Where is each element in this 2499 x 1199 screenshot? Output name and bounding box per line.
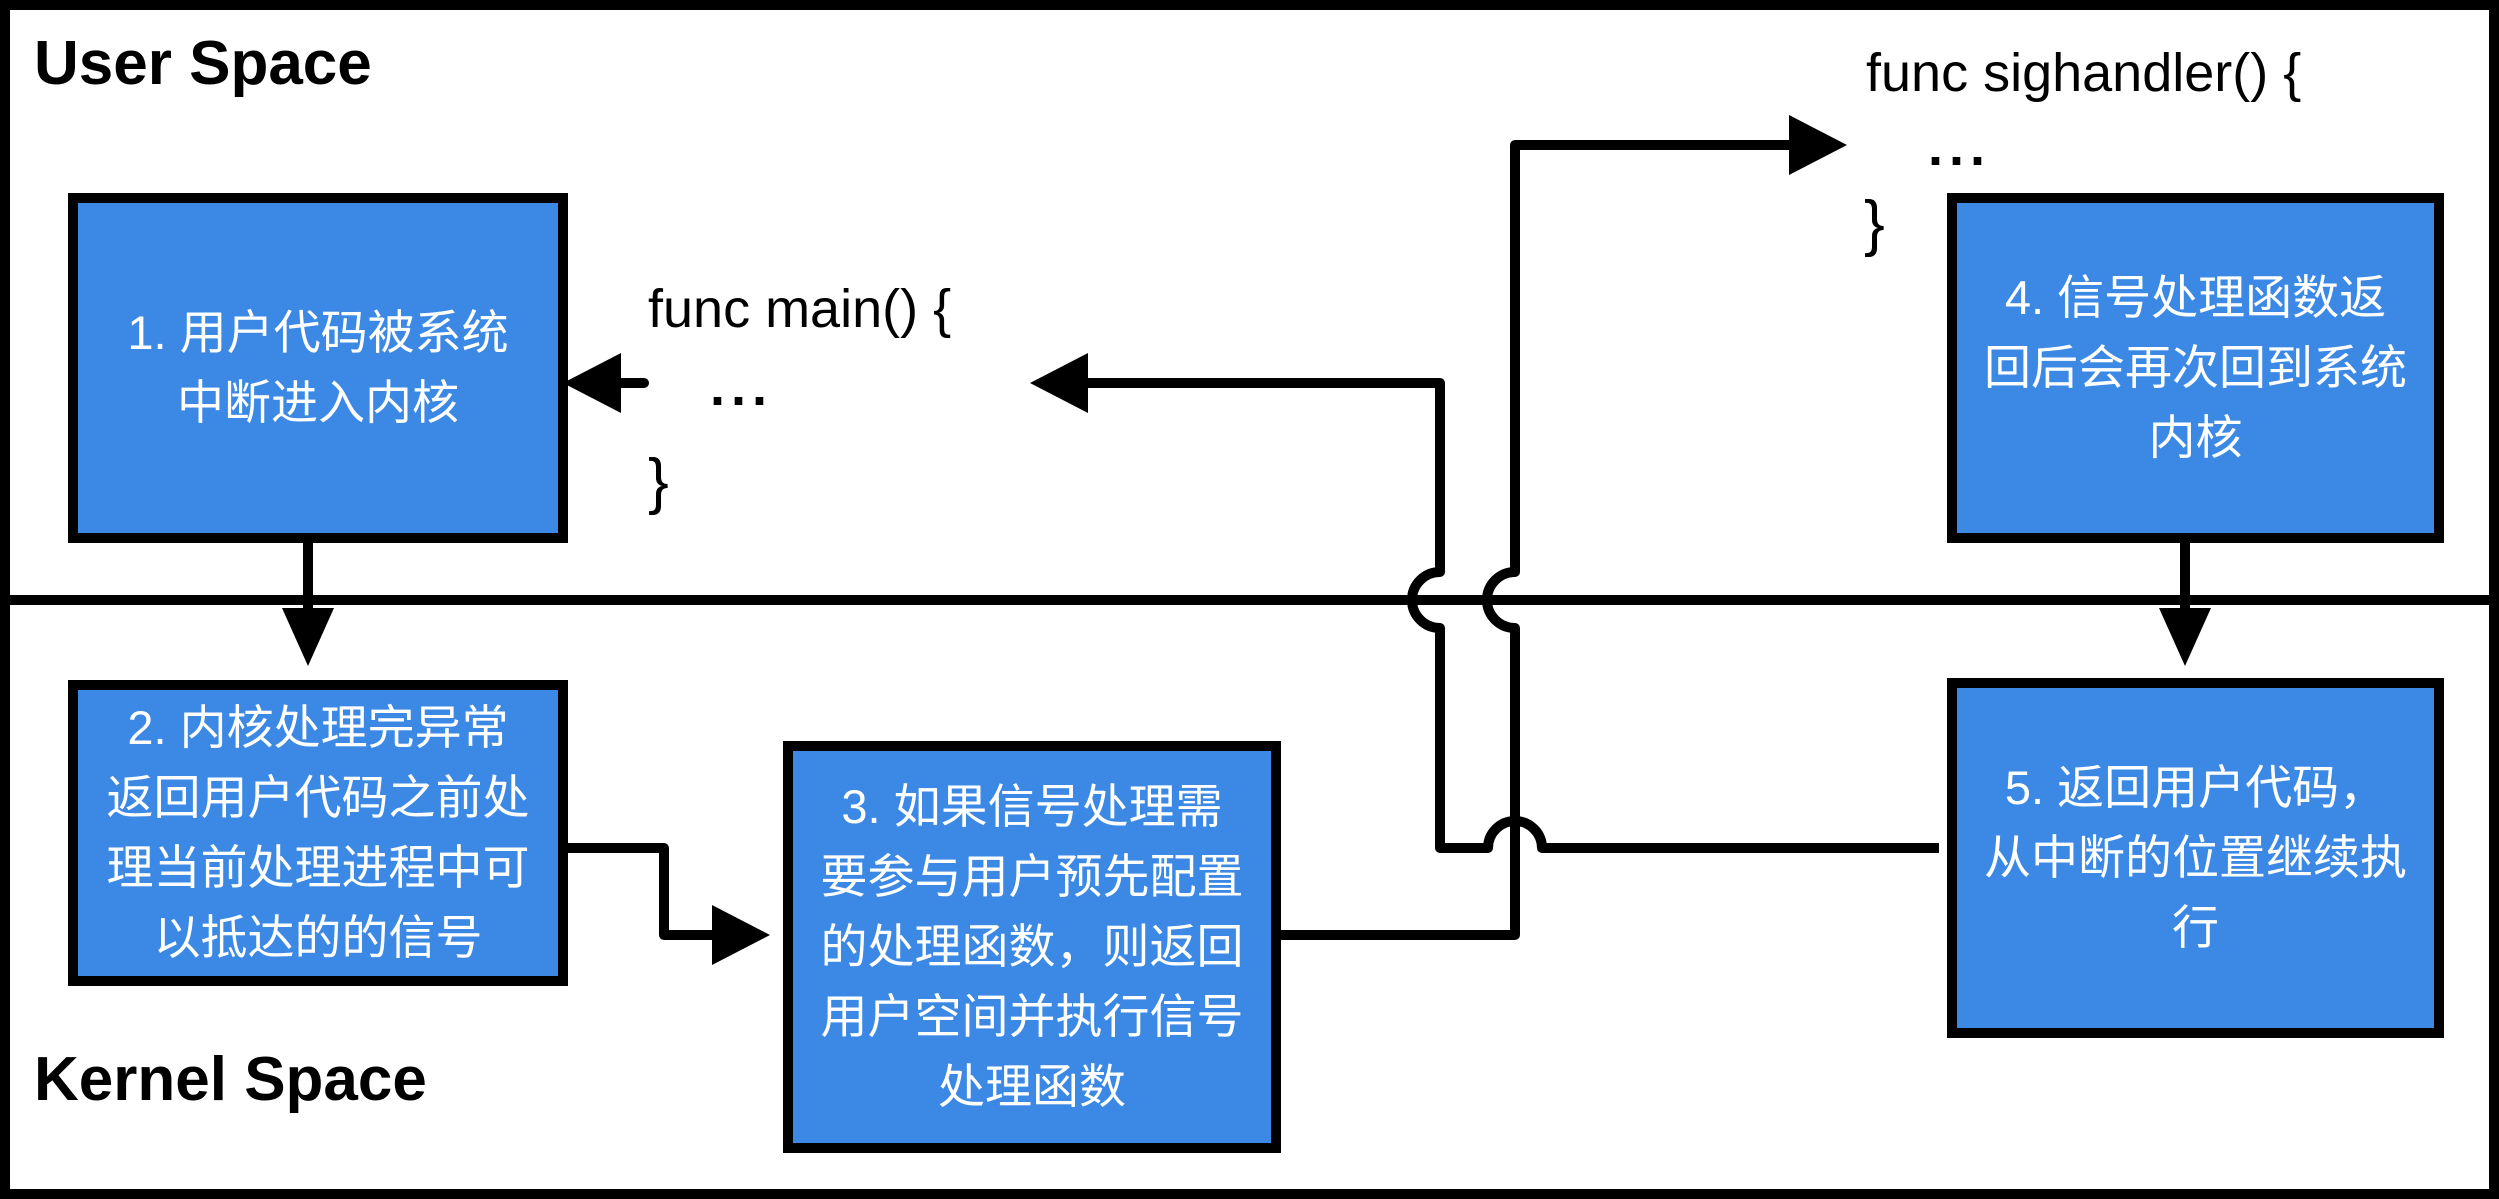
- main-code-ellipsis: ...: [710, 357, 774, 417]
- step-box-4-text: 4. 信号处理函数返 回后会再次回到系统 内核: [1984, 271, 2407, 464]
- connector-box3-to-sighandler-line: [1269, 140, 1789, 940]
- step-box-5-text: 5. 返回用户代码， 从中断的位置继续执 行: [1984, 761, 2407, 954]
- step-box-1: 1. 用户代码被系统 中断进入内核: [68, 193, 568, 543]
- main-code-close-brace: }: [648, 447, 669, 516]
- step-box-5: 5. 返回用户代码， 从中断的位置继续执 行: [1947, 678, 2444, 1038]
- arrow-box4-to-box5-head: [2159, 608, 2211, 666]
- step-box-2-text: 2. 内核处理完异常 返回用户代码之前处 理当前处理进程中可 以抵达的的信号: [106, 701, 530, 964]
- arrow-box1-to-box2-head: [282, 608, 334, 666]
- connector-box2-to-box3-head: [712, 905, 770, 965]
- step-box-3: 3. 如果信号处理需 要参与用户预先配置 的处理函数，则返回 用户空间并执行信号…: [783, 741, 1281, 1153]
- step-box-2: 2. 内核处理完异常 返回用户代码之前处 理当前处理进程中可 以抵达的的信号: [68, 680, 568, 986]
- main-code-open: func main() {: [648, 279, 952, 339]
- step-box-3-text: 3. 如果信号处理需 要参与用户预先配置 的处理函数，则返回 用户空间并执行信号…: [820, 780, 1244, 1113]
- sighandler-code-close-brace: }: [1864, 189, 1885, 258]
- kernel-space-label: Kernel Space: [34, 1045, 427, 1114]
- step-box-1-text: 1. 用户代码被系统 中断进入内核: [127, 306, 509, 429]
- connector-box5-to-main-head: [1030, 353, 1088, 413]
- connector-box2-to-box3-line: [556, 843, 712, 940]
- sighandler-code-open: func sighandler() {: [1866, 43, 2302, 103]
- step-box-4: 4. 信号处理函数返 回后会再次回到系统 内核: [1947, 193, 2444, 543]
- sighandler-code-ellipsis: ...: [1928, 117, 1992, 177]
- arrow-main-to-box1-head: [563, 353, 621, 413]
- connector-box3-to-sighandler-head: [1789, 115, 1847, 175]
- user-space-label: User Space: [34, 29, 372, 98]
